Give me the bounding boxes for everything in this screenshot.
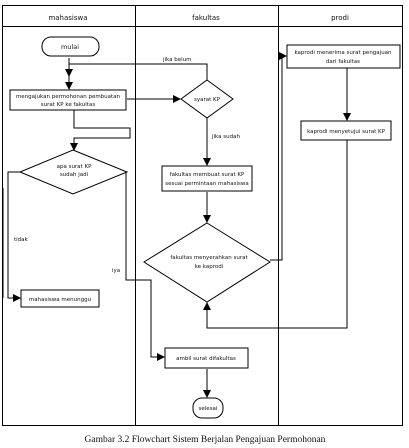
node-syarat-kp-label: syarat KP — [194, 97, 221, 103]
node-fakultas-membuat-label-1: fakultas membuat surat KP — [170, 172, 245, 178]
edge-apa-surat-iya — [125, 172, 165, 361]
node-kaprodi-menyetujui-label: kaprodi menyetujui surat KP — [307, 129, 386, 135]
node-apa-surat-kp — [18, 149, 129, 195]
node-fakultas-menyerahkan — [143, 222, 271, 303]
node-kaprodi-menyetujui — [300, 120, 392, 141]
node-apa-surat-label-1: apa surat KP — [57, 164, 92, 170]
edge-label-iya: iya — [112, 268, 120, 274]
node-kaprodi-menerima-label-1: kaprodi menerima surat pengajuan — [294, 50, 392, 56]
node-ambil-surat — [164, 347, 249, 369]
node-kaprodi-menerima — [286, 44, 401, 69]
node-mengajukan-label-1: mengajukan permohonan pembuatan — [16, 94, 121, 100]
node-mengajukan-label-2: surat KP ke fakultas — [41, 102, 96, 108]
node-fakultas-membuat — [161, 165, 253, 192]
lane-header-prodi: prodi — [331, 14, 349, 22]
edge-syarat-jika-belum — [65, 63, 208, 80]
connectors — [2, 52, 351, 398]
node-mulai-label: mulai — [61, 43, 79, 51]
edge-menyetujui-to-diamond — [203, 140, 348, 329]
node-selesai-label: selesai — [199, 406, 218, 412]
figure-caption: Gambar 3.2 Flowchart Sistem Berjalan Pen… — [85, 435, 326, 445]
lane-header-mahasiswa: mahasiswa — [48, 14, 87, 22]
node-fakultas-menyerahkan-label-1: fakultas menyerahkan surat — [170, 255, 248, 261]
node-mahasiswa-menunggu-label: mahasiswa menunggu — [29, 297, 91, 303]
node-mahasiswa-menunggu — [20, 289, 100, 308]
node-fakultas-menyerahkan-label-2: ke kaprodi — [195, 264, 224, 270]
node-mulai — [41, 36, 100, 57]
edge-apa-surat-tidak — [7, 171, 21, 302]
edge-label-tidak: tidak — [14, 237, 29, 243]
edge-label-jika-sudah: jika sudah — [211, 134, 240, 140]
edge-menyerahkan-to-kaprodi — [270, 52, 287, 261]
node-mengajukan-permohonan — [9, 89, 127, 111]
node-apa-surat-label-2: sudah jadi — [60, 172, 89, 178]
edge-label-jika-belum: jika belum — [162, 57, 192, 63]
node-ambil-surat-label: ambil surat difakultas — [176, 356, 236, 362]
node-syarat-kp — [180, 79, 234, 119]
lane-header-fakultas: fakultas — [192, 14, 220, 22]
node-fakultas-membuat-label-2: sesuai permintaan mahasiswa — [165, 181, 249, 187]
edge-mengajukan-to-apa-surat — [70, 110, 131, 151]
node-kaprodi-menerima-label-2: dari fakultas — [326, 59, 360, 65]
node-selesai — [192, 397, 224, 419]
